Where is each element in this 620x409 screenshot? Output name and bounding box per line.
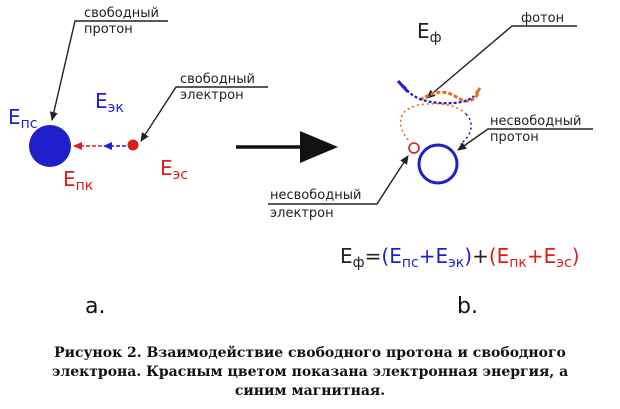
photon-wave-blue <box>403 85 475 105</box>
free-proton-label-line1: свободный <box>84 6 159 21</box>
bound-electron-label-line1: несвободный <box>270 188 361 203</box>
free-electron-pointer <box>140 86 268 142</box>
photon-tip-left <box>396 79 410 94</box>
panel-a-letter: a. <box>85 294 105 319</box>
e-ps-label: Eпс <box>8 105 38 132</box>
figure-caption: Рисунок 2. Взаимодействие свободного про… <box>10 344 610 401</box>
e-pk-label: Eпк <box>63 167 93 194</box>
photon-wave-orange <box>419 90 480 103</box>
bound-proton <box>417 143 459 185</box>
energy-equation: Eф=(Eпс+Eэк)+(Eпк+Eэс) <box>340 244 580 271</box>
free-proton-label-line2: протон <box>84 22 133 37</box>
e-ek-label: Eэк <box>95 89 124 116</box>
free-proton <box>29 125 71 167</box>
bound-proton-label-line1: несвободный <box>490 114 581 129</box>
orbit-loop-blue <box>459 113 472 145</box>
bound-proton-label-line2: протон <box>490 130 539 145</box>
e-es-label: Eэс <box>160 156 188 183</box>
bound-proton-pointer <box>457 128 593 151</box>
e-f-label: Eф <box>417 19 442 46</box>
caption-line-2: электрона. Красным цветом показана элект… <box>51 364 569 380</box>
diagram-canvas: свободный протон свободный электрон Eпс … <box>8 6 593 319</box>
bound-electron-label-line2: электрон <box>270 206 334 221</box>
orbit-loop-orange <box>399 102 467 141</box>
free-electron <box>127 139 139 151</box>
transition-arrow <box>236 131 338 163</box>
bound-electron <box>408 142 420 154</box>
panel-a: свободный протон свободный электрон Eпс … <box>8 6 268 319</box>
photon-tip-right <box>474 87 482 95</box>
photon-pointer <box>426 25 577 99</box>
bound-electron-pointer <box>268 155 409 205</box>
free-proton-pointer <box>49 20 168 121</box>
caption-line-3: синим магнитная. <box>234 383 386 399</box>
photon-label: фотон <box>521 11 564 26</box>
free-electron-label-line1: свободный <box>180 72 255 87</box>
panel-b: Eф фотон несвободный протон несвободный … <box>268 11 593 319</box>
caption-line-1: Рисунок 2. Взаимодействие свободного про… <box>54 345 566 361</box>
panel-b-letter: b. <box>457 294 478 319</box>
free-electron-label-line2: электрон <box>180 88 244 103</box>
